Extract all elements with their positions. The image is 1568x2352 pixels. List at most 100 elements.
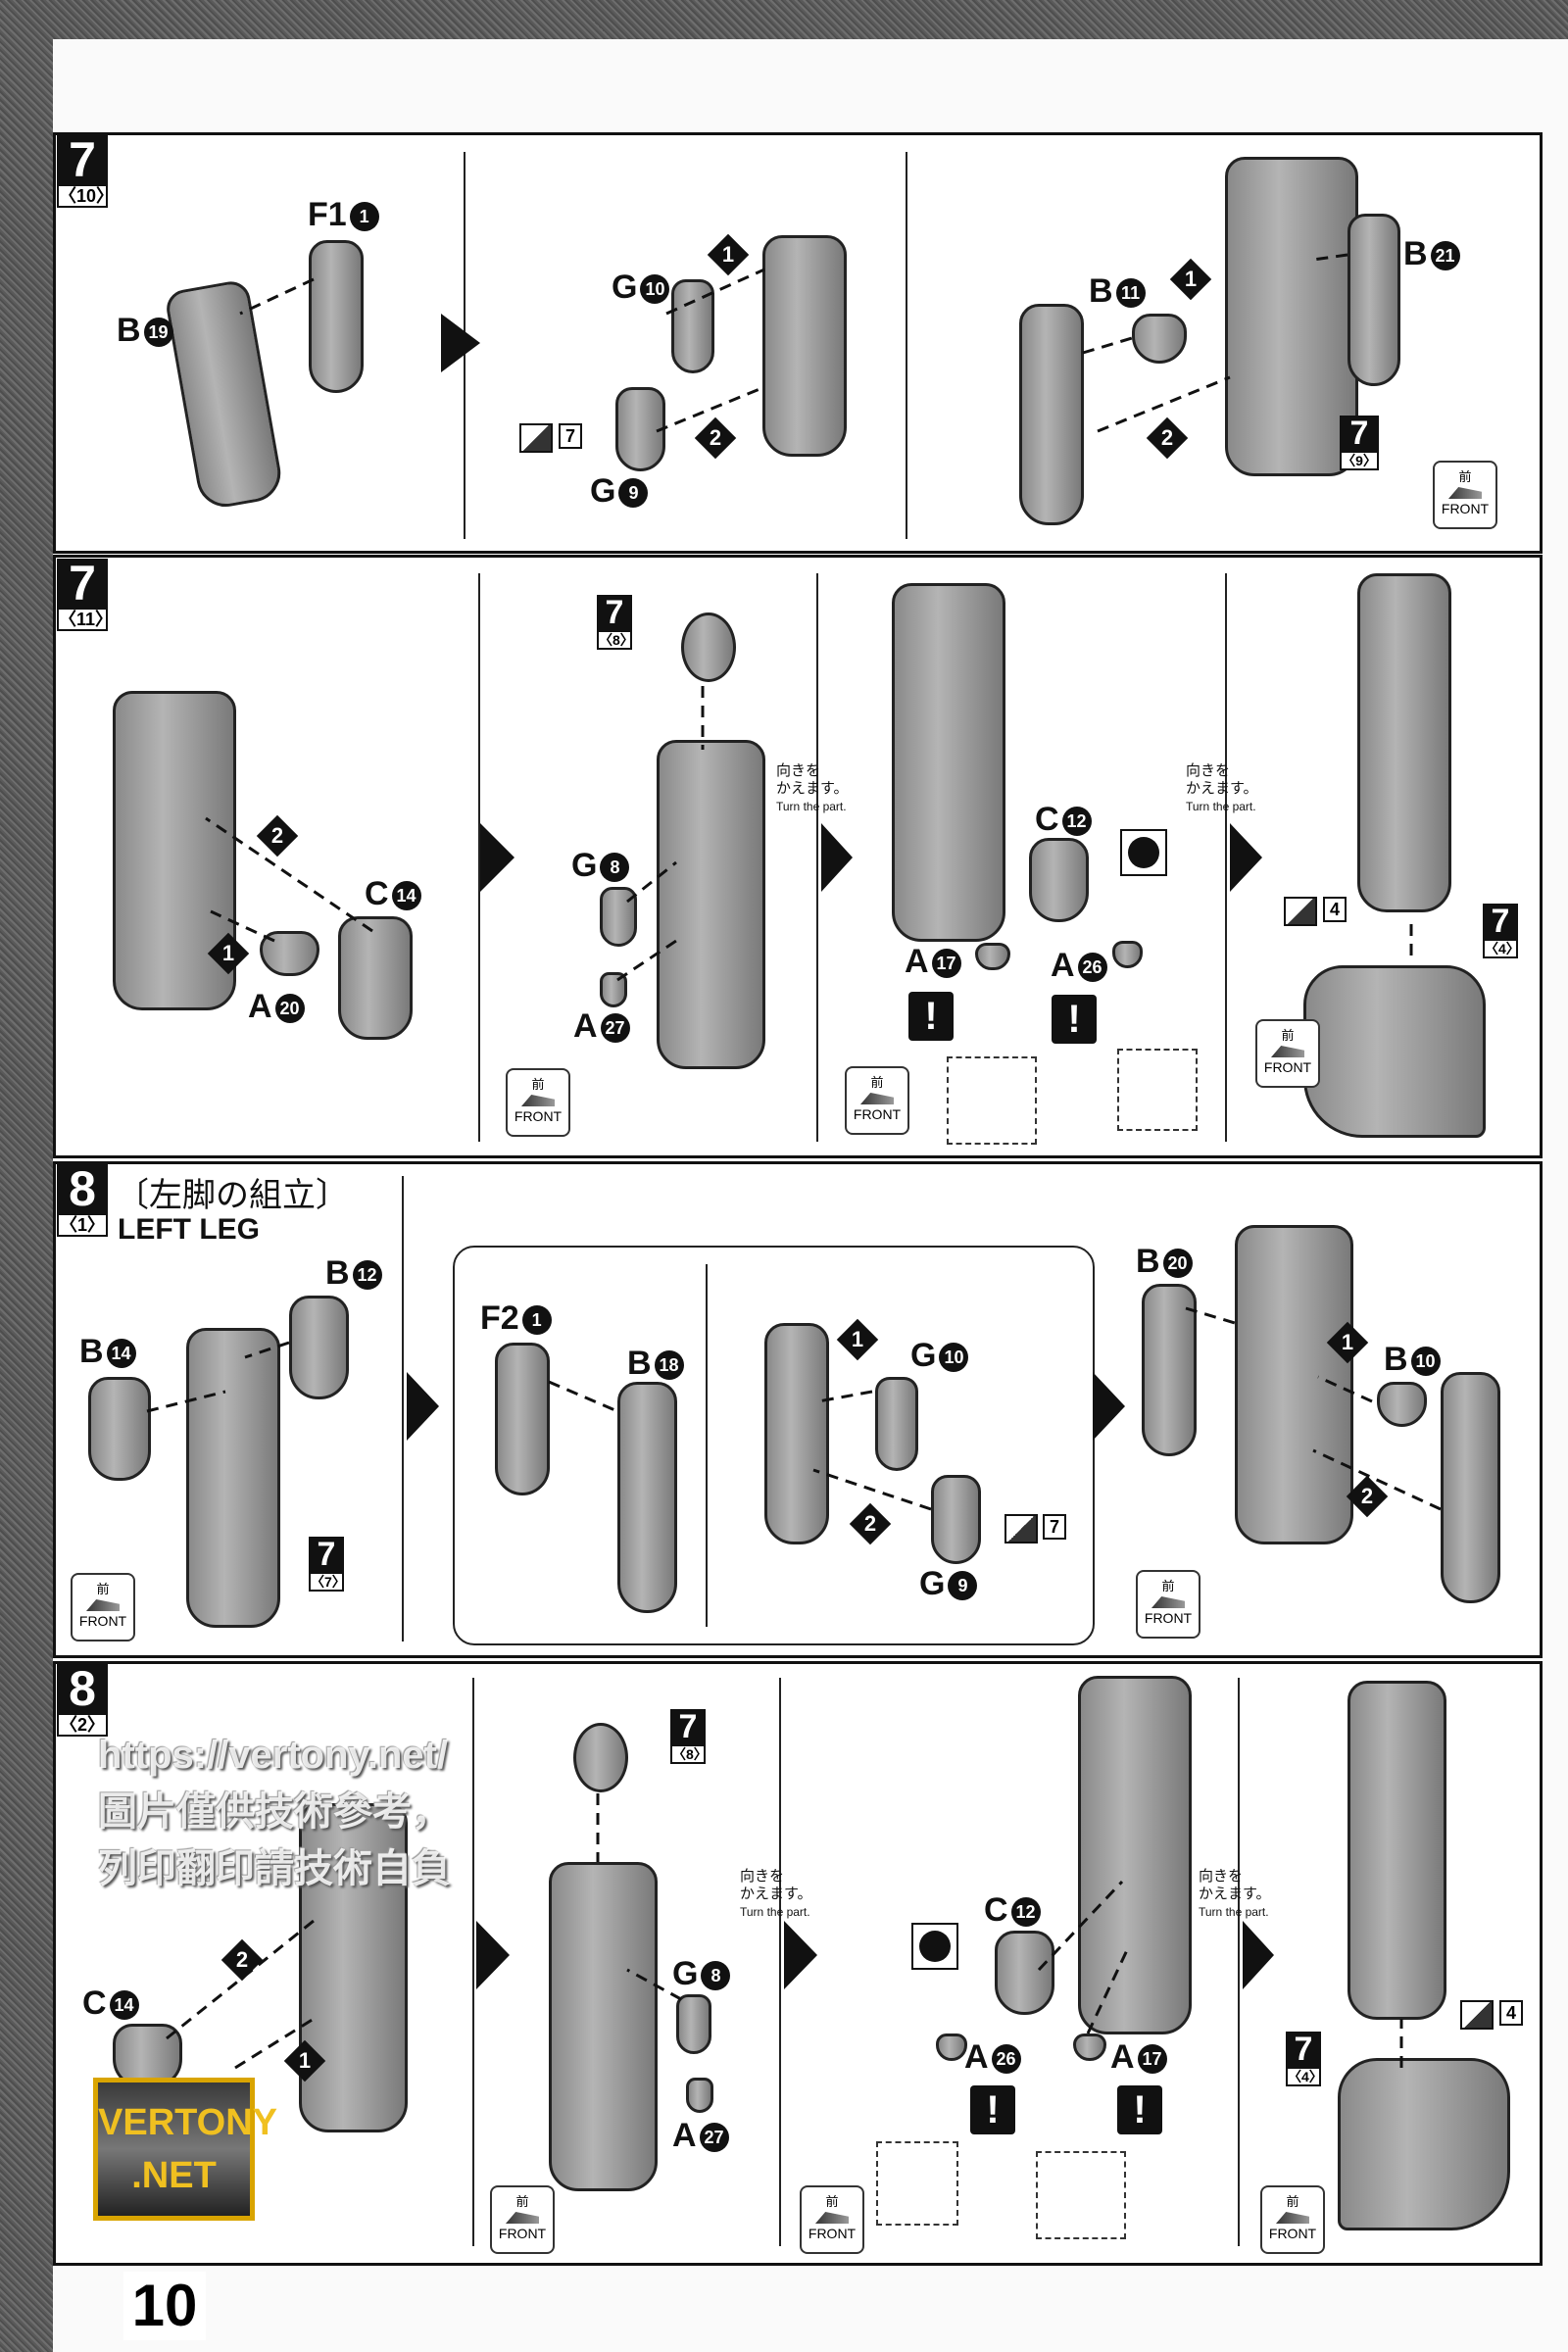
part-a27: [686, 2078, 713, 2113]
part-b11: [1132, 314, 1187, 364]
order-2-marker: 2: [256, 814, 299, 858]
order-2-marker: 2: [1146, 416, 1189, 460]
ref-step: 7〈4〉: [1483, 903, 1520, 958]
section-title-en: LEFT LEG: [118, 1213, 260, 1246]
ref-step: 7〈8〉: [597, 594, 634, 650]
part-foot: [1338, 2058, 1510, 2230]
part-leg-armor: [1019, 304, 1084, 525]
order-2-marker: 2: [220, 1938, 264, 1982]
part-c12: [1029, 838, 1089, 922]
sticker-tag-icon: [1284, 897, 1317, 926]
warning-icon: !: [970, 2085, 1015, 2134]
step-sub: 〈10〉: [57, 184, 115, 208]
part-c14: [338, 916, 413, 1040]
divider: [816, 573, 818, 1142]
part-leg-assembly: [892, 583, 1005, 942]
part-leg-assembly: [186, 1328, 280, 1628]
warning-icon: !: [1052, 995, 1097, 1044]
detail-inset: [876, 2141, 958, 2226]
warning-icon: !: [1117, 2085, 1162, 2134]
part-b20: [1142, 1284, 1197, 1456]
detail-inset: [947, 1056, 1037, 1145]
part-a17: [1073, 2034, 1106, 2061]
order-2-marker: 2: [694, 416, 737, 460]
ref-step: 7〈9〉: [1340, 416, 1379, 470]
divider: [906, 152, 907, 539]
part-leg-assembly: [1078, 1676, 1192, 2034]
part-a17: [975, 943, 1010, 970]
part-leg-assembly: [549, 1862, 658, 2191]
part-g8: [600, 887, 637, 947]
turn-part-note: 向きをかえます。Turn the part.: [776, 762, 849, 813]
divider: [1238, 1678, 1240, 2246]
vertony-logo: VERTONY.NET: [93, 2078, 277, 2221]
sub-assembly-box: [453, 1246, 1095, 1645]
watermark-line2: 列印翻印請技術自負: [98, 1847, 451, 1890]
seal-icon: [911, 1923, 958, 1970]
part-a26: [1112, 941, 1143, 968]
divider: [402, 1176, 404, 1642]
part-leg-assembly: [1357, 573, 1451, 912]
watermark-url: https://vertony.net/: [98, 1734, 449, 1777]
part-leg-assembly: [1348, 1681, 1446, 2020]
step-number: 7〈11〉: [57, 556, 114, 631]
part-b10: [1377, 1382, 1427, 1427]
sticker-tag-icon: [1460, 2000, 1494, 2030]
seal-icon: [1120, 829, 1167, 876]
part-b18: [617, 1382, 677, 1613]
part-g9: [931, 1475, 981, 1564]
tag-number: 7: [1043, 1514, 1066, 1540]
part-joint: [681, 612, 736, 682]
detail-inset: [1036, 2151, 1126, 2239]
part-g10: [671, 279, 714, 373]
turn-part-note: 向きをかえます。Turn the part.: [740, 1868, 812, 1919]
order-2-marker: 2: [1346, 1475, 1389, 1518]
part-g8: [676, 1994, 711, 2054]
step-number: 7〈10〉: [57, 135, 115, 208]
part-leg-shell: [762, 235, 847, 457]
part-b12: [289, 1296, 349, 1399]
part-a26: [936, 2034, 967, 2061]
part-b14: [88, 1377, 151, 1481]
order-1-marker: 1: [207, 932, 250, 975]
tag-number: 4: [1499, 2000, 1523, 2026]
part-g10: [875, 1377, 918, 1471]
divider: [464, 152, 466, 539]
part-a27: [600, 972, 627, 1007]
divider: [1225, 573, 1227, 1142]
step-number: 8〈2〉: [57, 1664, 108, 1737]
step-num: 7: [57, 135, 108, 184]
part-f1: [309, 240, 364, 393]
part-leg-shell: [764, 1323, 829, 1544]
part-leg-assembly: [1235, 1225, 1353, 1544]
detail-inset: [1117, 1049, 1198, 1131]
part-b21: [1348, 214, 1400, 386]
ref-step: 7〈8〉: [670, 1708, 708, 1764]
part-leg-armor: [1441, 1372, 1500, 1603]
